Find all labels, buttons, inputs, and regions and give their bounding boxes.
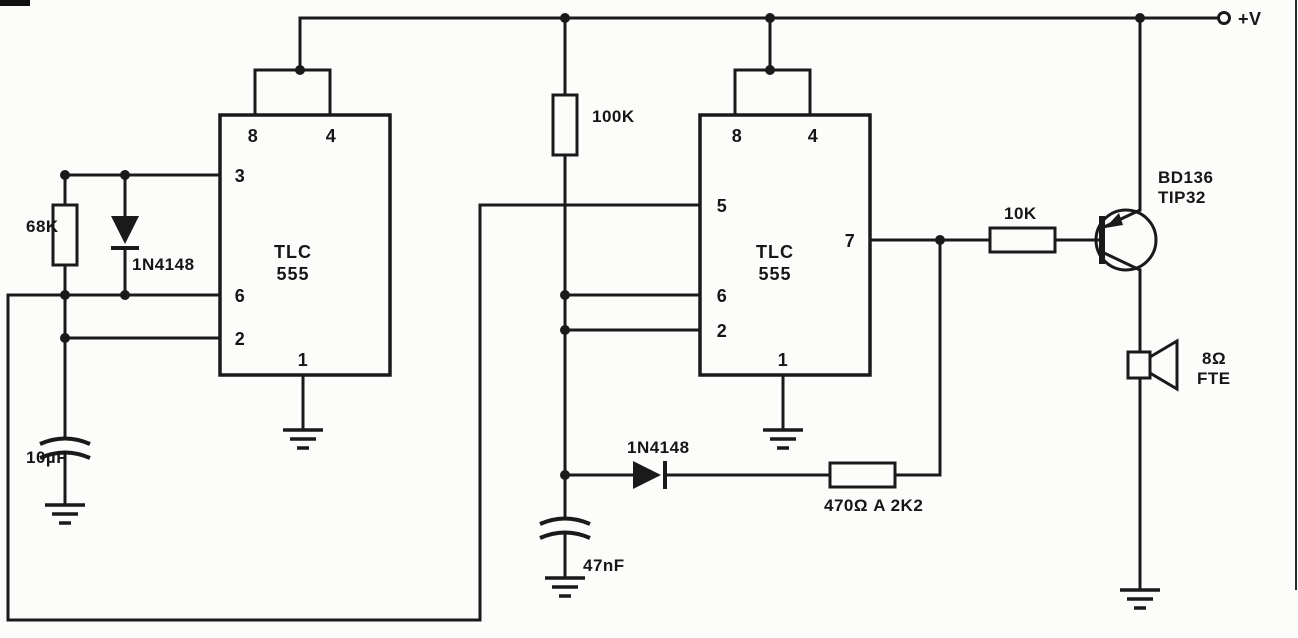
ic2-pin2-label: 2 — [717, 321, 728, 341]
ic1-labels: 8 4 3 6 2 1 TLC 555 — [235, 126, 337, 370]
component-labels: 68K 1N4148 10µF 100K 47nF 1N4148 470Ω A … — [26, 107, 1231, 575]
ic2-pin4-label: 4 — [808, 126, 819, 146]
cap-47nf-plate-bottom — [539, 530, 591, 540]
ic2-pin6-label: 6 — [717, 286, 728, 306]
ic2-name-line1: TLC — [756, 242, 794, 262]
transistor-circle — [1094, 208, 1158, 272]
junction-dot — [560, 470, 570, 480]
resistor-100k-label: 100K — [592, 107, 635, 126]
transistor-q1 — [1094, 208, 1158, 272]
diode-d2-label: 1N4148 — [627, 438, 690, 457]
cap-47nf-label: 47nF — [583, 556, 625, 575]
cap-10uf-plate-bottom — [39, 450, 91, 460]
resistor-68k — [51, 203, 79, 267]
scan-artifact-top-left — [0, 0, 30, 6]
ic2-pin8-label: 8 — [732, 126, 743, 146]
junction-dot — [1135, 13, 1145, 23]
junction-dot — [60, 290, 70, 300]
ic1-name-line2: 555 — [276, 264, 309, 284]
wire-d2-r470-branch — [563, 238, 942, 477]
resistor-470-2k2 — [828, 461, 897, 489]
ic1-name-line1: TLC — [274, 242, 312, 262]
ic2-pin1-label: 1 — [778, 350, 789, 370]
ground-ic2 — [763, 428, 803, 450]
ic1-pin2-label: 2 — [235, 329, 246, 349]
junction-dot — [60, 333, 70, 343]
ground-c2 — [545, 576, 585, 598]
resistor-470-label: 470Ω A 2K2 — [824, 496, 923, 515]
diode-d2 — [633, 461, 667, 489]
resistor-100k — [551, 93, 579, 157]
junction-dot — [560, 325, 570, 335]
diode-d1-triangle — [111, 216, 139, 244]
junction-dots — [60, 13, 1145, 480]
cap-10uf-plate-top — [39, 436, 91, 446]
ground-ic1 — [283, 428, 323, 450]
diode-d1-label: 1N4148 — [132, 255, 195, 274]
supply-label: +V — [1238, 9, 1262, 29]
wire-ic1-power — [253, 16, 332, 117]
junction-dot — [60, 170, 70, 180]
supply-terminal — [1217, 11, 1231, 25]
transistor-emitter-arrow — [1105, 213, 1123, 228]
cap-47nf-plate-top — [539, 516, 591, 526]
ic1-body — [218, 113, 392, 377]
junction-dot — [935, 235, 945, 245]
ic2-pin5-label: 5 — [717, 196, 728, 216]
resistor-68k-label: 68K — [26, 217, 59, 236]
ground-c1 — [45, 503, 85, 525]
junction-dot — [765, 65, 775, 75]
junction-dot — [765, 13, 775, 23]
diode-d2-triangle — [633, 461, 661, 489]
junction-dot — [560, 13, 570, 23]
speaker-label-2: FTE — [1197, 369, 1231, 388]
ground-speaker — [1120, 588, 1160, 610]
capacitor-47nf — [539, 516, 591, 540]
wire-feedback-to-pin5 — [6, 203, 702, 622]
resistor-10k-label: 10K — [1004, 204, 1037, 223]
ic2-labels: 8 4 5 6 2 7 1 TLC 555 — [717, 126, 856, 370]
speaker-label-1: 8Ω — [1202, 349, 1226, 368]
ic2-pin7-label: 7 — [845, 231, 856, 251]
ic2-body — [698, 113, 872, 377]
speaker-cone — [1148, 338, 1179, 392]
cap-10uf-label: 10µF — [26, 448, 67, 467]
junction-dot — [295, 65, 305, 75]
junction-dot — [120, 290, 130, 300]
speaker — [1126, 338, 1179, 392]
transistor-label-2: TIP32 — [1158, 188, 1206, 207]
ic1-pin4-label: 4 — [326, 126, 337, 146]
wires — [6, 16, 1219, 622]
capacitor-10uf — [39, 436, 91, 460]
ic2-name-line2: 555 — [758, 264, 791, 284]
ground-symbols — [45, 428, 1160, 610]
transistor-collector — [1101, 250, 1141, 272]
ic1-pin1-label: 1 — [298, 350, 309, 370]
transistor-label-1: BD136 — [1158, 168, 1213, 187]
wire-ic2-power — [733, 16, 812, 117]
diode-d1 — [111, 216, 139, 250]
speaker-driver — [1126, 350, 1152, 380]
junction-dot — [560, 290, 570, 300]
ic1-pin3-label: 3 — [235, 166, 246, 186]
resistor-10k — [988, 226, 1057, 254]
ic1-pin8-label: 8 — [248, 126, 259, 146]
junction-dot — [120, 170, 130, 180]
ic1-pin6-label: 6 — [235, 286, 246, 306]
